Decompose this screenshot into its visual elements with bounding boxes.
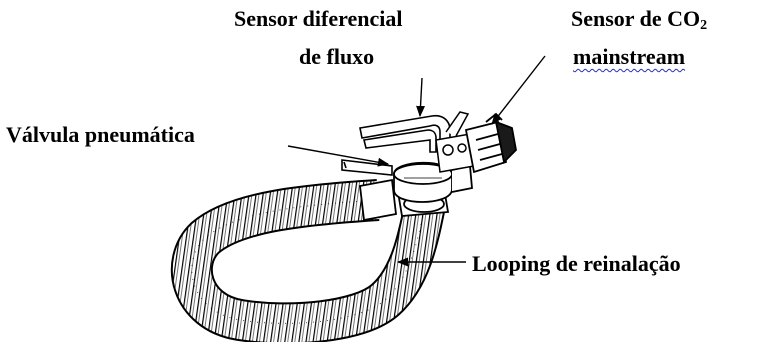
corrugated-tube — [192, 200, 425, 323]
pneumatic-valve-label: Válvula pneumática — [6, 122, 195, 148]
co2-sensor-label-line2: mainstream — [573, 44, 685, 70]
co2-sensor-head — [466, 114, 516, 172]
differential-flow-sensor-label-line2: de fluxo — [299, 44, 374, 70]
valve-side-port — [342, 160, 392, 175]
arrow-to-flow-sensor — [420, 78, 422, 116]
co2-sensor-label-prefix: Sensor de CO — [571, 6, 700, 31]
rebreathing-loop-label: Looping de reinalação — [472, 251, 681, 277]
co2-subscript: 2 — [700, 18, 707, 33]
mainstream-word: mainstream — [573, 44, 685, 69]
co2-sensor-label-line1: Sensor de CO2 — [571, 6, 707, 35]
differential-flow-sensor-label-line1: Sensor diferencial — [234, 6, 402, 32]
arrow-to-co2-sensor — [492, 56, 545, 124]
arrow-to-valve — [288, 146, 388, 164]
